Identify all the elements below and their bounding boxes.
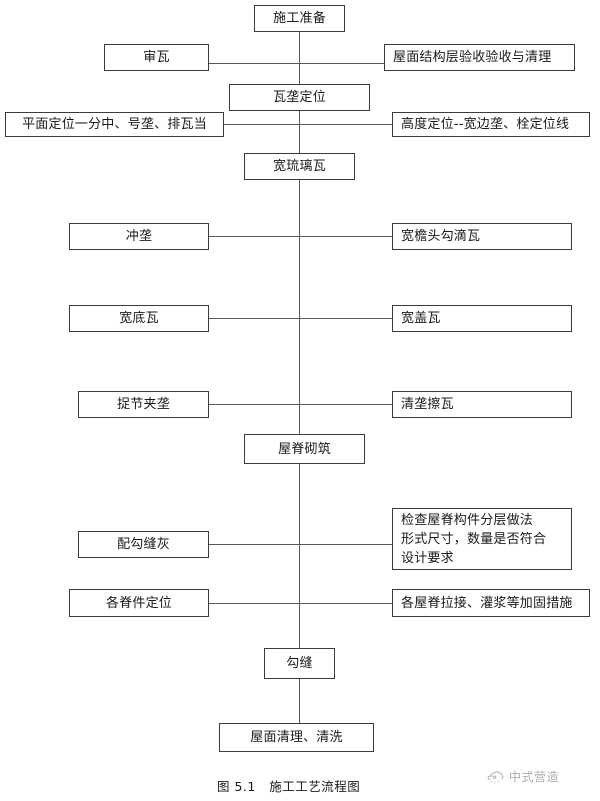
node-construction-preparation[interactable]: 施工准备 — [254, 5, 345, 32]
figure-caption: 图 5.1 施工工艺流程图 — [217, 779, 361, 794]
node-ridge-parts-positioning[interactable]: 各脊件定位 — [69, 589, 209, 617]
connector-pointing-to-finalclean — [299, 679, 300, 723]
node-label: 勾缝 — [286, 656, 313, 671]
node-label: 宽檐头勾滴瓦 — [401, 229, 481, 244]
connector-h-row7 — [209, 603, 392, 604]
node-inspect-tile[interactable]: 审瓦 — [104, 44, 209, 71]
node-pointing[interactable]: 勾缝 — [264, 648, 335, 679]
connector-row2-to-glazedtile — [299, 124, 300, 153]
node-label: 各屋脊拉接、灌浆等加固措施 — [401, 595, 573, 611]
node-clean-ridge-wipe-tile[interactable]: 清垄擦瓦 — [392, 391, 572, 418]
connector-row4-to-row5 — [299, 318, 300, 404]
cloud-swirl-icon — [487, 769, 504, 784]
node-label: 各脊件定位 — [105, 595, 172, 611]
node-label: 检查屋脊构件分层做法 形式尺寸，数量是否符合 设计要求 — [401, 512, 547, 566]
node-label: 配勾缝灰 — [117, 537, 170, 552]
node-label: 审瓦 — [143, 50, 170, 65]
node-label: 屋面结构层验收验收与清理 — [393, 50, 552, 65]
connector-row5-to-ridgebuild — [299, 404, 300, 434]
node-label: 清垄擦瓦 — [401, 397, 454, 412]
node-label: 捉节夹垄 — [117, 397, 170, 412]
node-height-positioning[interactable]: 高度定位--宽边垄、栓定位线 — [392, 112, 590, 137]
node-plane-positioning[interactable]: 平面定位一分中、号垄、排瓦当 — [5, 112, 224, 137]
node-glazed-tile[interactable]: 宽琉璃瓦 — [244, 153, 355, 180]
node-joint-pinch-ridge[interactable]: 捉节夹垄 — [78, 391, 209, 418]
connector-glazedtile-to-row3 — [299, 180, 300, 236]
connector-ridgeposition-to-row2 — [299, 111, 300, 135]
node-roof-cleanup[interactable]: 屋面清理、清洗 — [219, 723, 374, 752]
connector-row6-to-row7 — [299, 544, 300, 603]
connector-prep-to-row1 — [299, 31, 300, 63]
node-label: 宽盖瓦 — [401, 311, 441, 326]
connector-row7-to-pointing — [299, 603, 300, 648]
node-mix-pointing-mortar[interactable]: 配勾缝灰 — [78, 531, 209, 558]
connector-h-row4 — [209, 318, 392, 319]
node-label: 宽底瓦 — [119, 311, 159, 326]
connector-row1-to-ridgeposition — [299, 63, 300, 84]
node-bottom-tile[interactable]: 宽底瓦 — [69, 305, 209, 332]
node-label: 冲垄 — [125, 229, 153, 244]
connector-h-row5 — [209, 404, 392, 405]
node-roof-structure-acceptance[interactable]: 屋面结构层验收验收与清理 — [384, 44, 575, 71]
node-label: 屋脊砌筑 — [278, 441, 331, 457]
connector-h-row3 — [209, 236, 392, 237]
node-ridge-masonry[interactable]: 屋脊砌筑 — [244, 434, 365, 464]
node-cover-tile[interactable]: 宽盖瓦 — [392, 305, 572, 332]
node-label: 平面定位一分中、号垄、排瓦当 — [22, 117, 207, 132]
node-label: 高度定位--宽边垄、栓定位线 — [401, 117, 570, 132]
connector-ridgebuild-to-row6 — [299, 464, 300, 544]
watermark-label: 中式营造 — [509, 770, 560, 784]
node-label: 施工准备 — [273, 11, 326, 26]
watermark: 中式营造 — [487, 768, 559, 785]
connector-h-row1 — [209, 63, 384, 64]
node-chong-long[interactable]: 冲垄 — [69, 223, 209, 250]
node-tile-ridge-positioning[interactable]: 瓦垄定位 — [229, 84, 370, 111]
node-ridge-reinforcement[interactable]: 各屋脊拉接、灌浆等加固措施 — [392, 589, 590, 617]
node-eave-drip-tile[interactable]: 宽檐头勾滴瓦 — [392, 223, 572, 250]
node-label: 宽琉璃瓦 — [273, 159, 326, 174]
node-label: 屋面清理、清洗 — [250, 730, 343, 745]
node-label: 瓦垄定位 — [273, 90, 326, 105]
connector-row3-to-row4 — [299, 236, 300, 318]
node-check-ridge-components[interactable]: 检查屋脊构件分层做法 形式尺寸，数量是否符合 设计要求 — [392, 508, 572, 570]
connector-h-row6 — [209, 544, 392, 545]
connector-h-row2 — [224, 124, 392, 125]
